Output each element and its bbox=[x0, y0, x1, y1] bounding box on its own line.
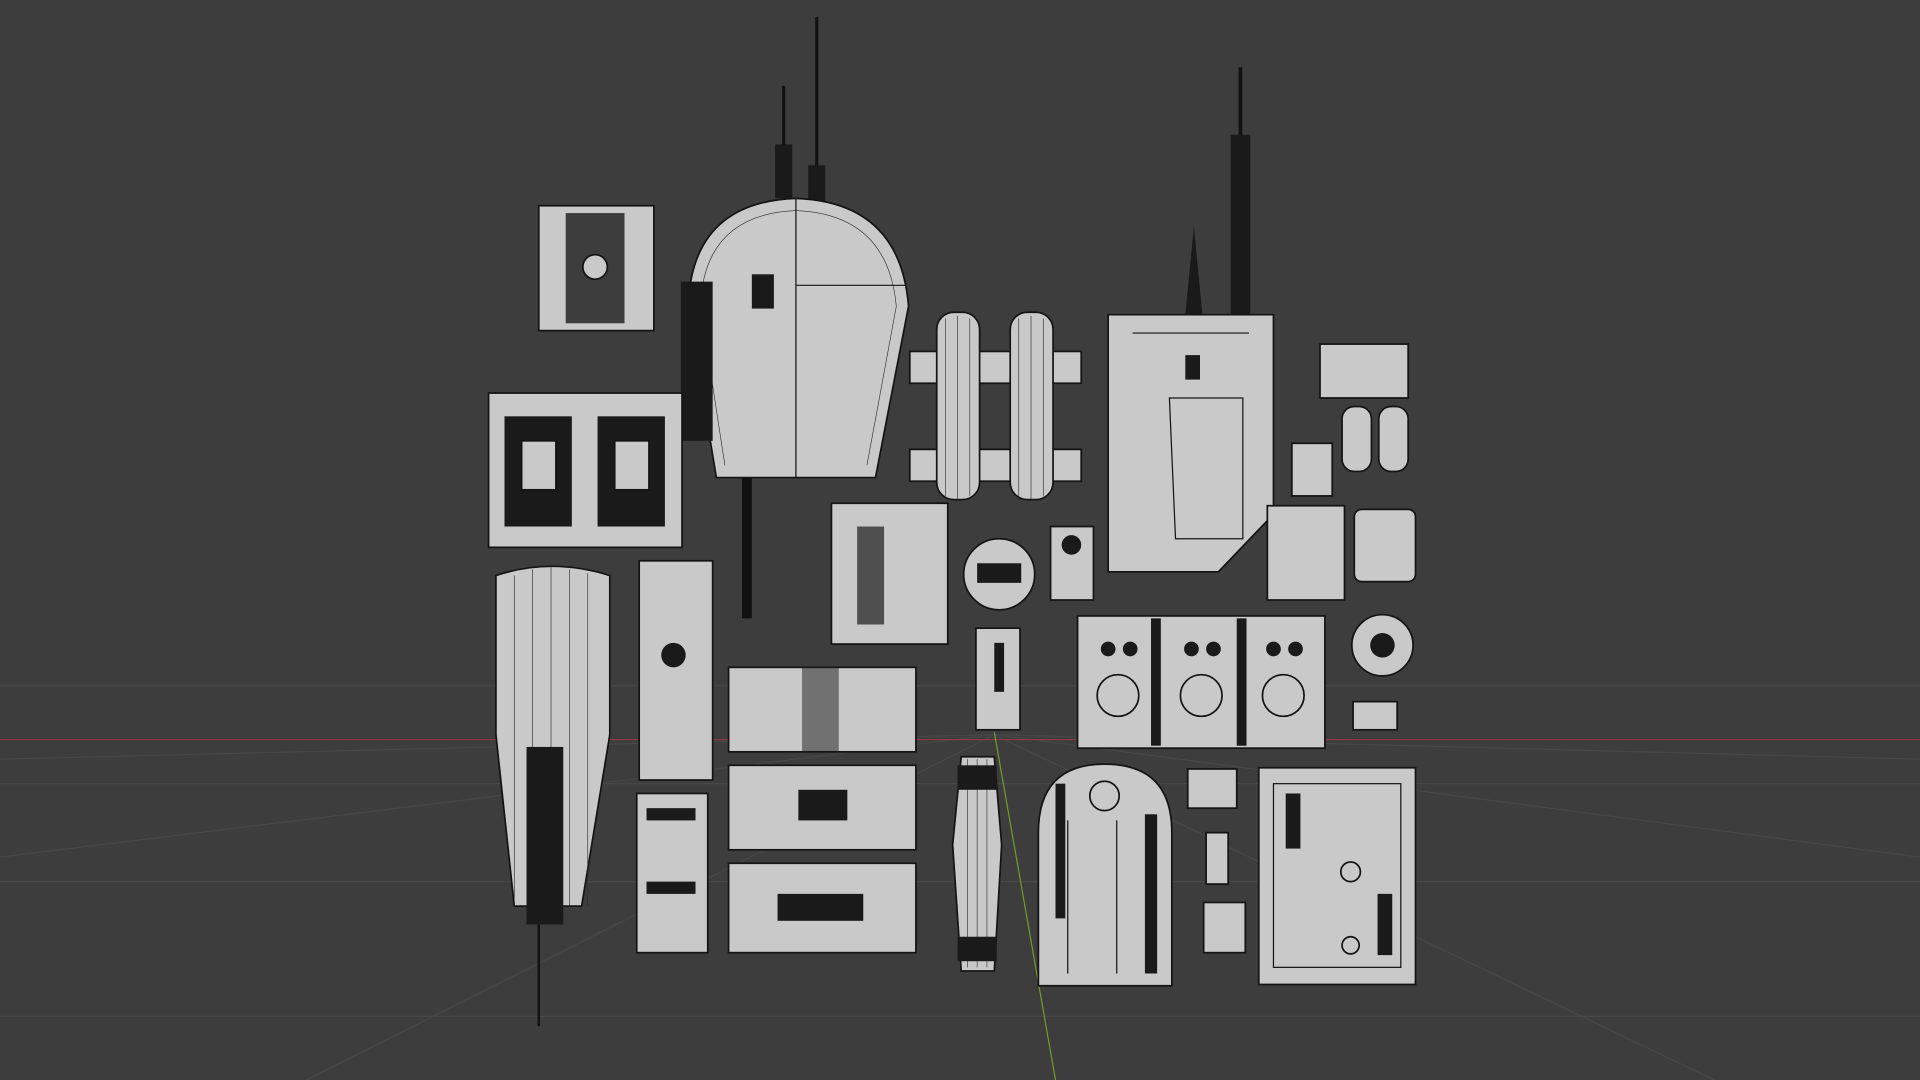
triple-fan-panel bbox=[1076, 615, 1326, 750]
cylinder-vertical bbox=[951, 755, 1003, 972]
panel-stack bbox=[727, 666, 917, 954]
small-parts-center bbox=[962, 525, 1095, 731]
control-panel-large bbox=[1257, 766, 1417, 986]
y-axis-line bbox=[993, 732, 1057, 1080]
small-parts-right bbox=[1186, 343, 1417, 954]
tall-antenna-module bbox=[1107, 67, 1275, 573]
thruster-tube bbox=[495, 565, 611, 1027]
panel-vent-top-left bbox=[537, 204, 655, 332]
antenna-pair bbox=[775, 17, 826, 203]
panel-tall-left bbox=[635, 559, 714, 954]
round-top-panel bbox=[1037, 763, 1173, 987]
panel-twin-tanks bbox=[487, 392, 683, 549]
gas-cylinders bbox=[908, 311, 1083, 501]
capsule-hull bbox=[680, 197, 910, 479]
box-module bbox=[830, 502, 949, 645]
